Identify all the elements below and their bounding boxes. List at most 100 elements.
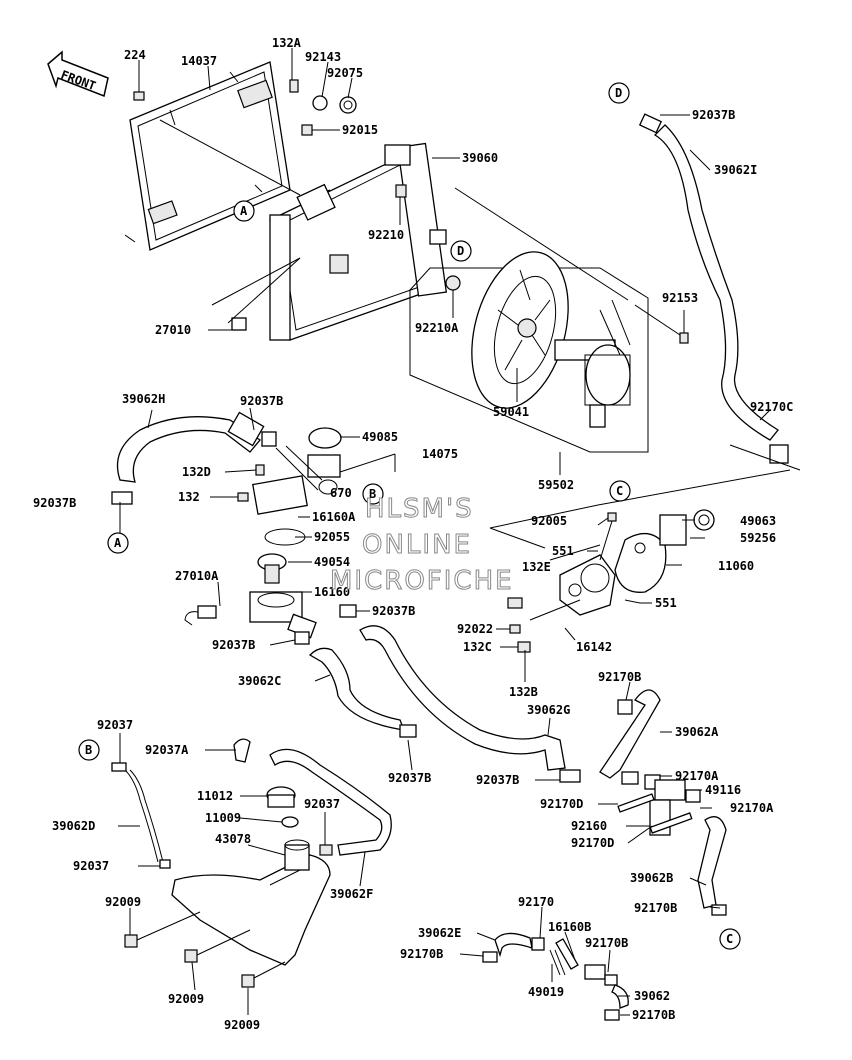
part-label: 39062D xyxy=(52,819,95,833)
part-label: 670 xyxy=(330,486,352,500)
part-label: 92170A xyxy=(730,801,774,815)
part-label: 92037 xyxy=(304,797,340,811)
part-label: 92170C xyxy=(750,400,793,414)
part-label: 92170D xyxy=(540,797,583,811)
part-label: 132A xyxy=(272,36,302,50)
part-label: 92170A xyxy=(675,769,719,783)
fan-assembly-drawing xyxy=(409,187,681,453)
part-label: 92037B xyxy=(476,773,519,787)
part-label: 132C xyxy=(463,640,492,654)
part-label: 92037B xyxy=(692,108,735,122)
part-label: 92055 xyxy=(314,530,350,544)
part-label: 27010A xyxy=(175,569,219,583)
part-label: 27010 xyxy=(155,323,191,337)
callout-a-label: A xyxy=(240,204,248,218)
part-label: 92170 xyxy=(518,895,554,909)
valve-49019-drawing xyxy=(549,938,618,986)
hose-39062h-drawing xyxy=(111,411,277,505)
part-label: 92015 xyxy=(342,123,378,137)
hose-39062b-drawing xyxy=(697,816,727,916)
radiator-shroud-drawing xyxy=(124,61,291,251)
part-label: 92037B xyxy=(240,394,283,408)
reservoir-tank-drawing xyxy=(124,786,333,988)
part-label: 59041 xyxy=(493,405,529,419)
part-label: 39062C xyxy=(238,674,281,688)
part-label: 49116 xyxy=(705,783,741,797)
thermostat-housing-drawing xyxy=(184,427,396,645)
hose-39062e-drawing xyxy=(482,932,545,963)
part-label: 39062E xyxy=(418,926,461,940)
part-label: 49063 xyxy=(740,514,776,528)
hose-39062f-drawing xyxy=(233,738,392,856)
hose-39062a-drawing xyxy=(599,689,661,785)
radiator-drawing xyxy=(159,119,448,341)
part-label: 92037 xyxy=(73,859,109,873)
part-label: 132B xyxy=(509,685,538,699)
part-label: 14075 xyxy=(422,447,458,461)
hose-39062i-drawing xyxy=(638,113,789,464)
watermark-line: MICROFICHE xyxy=(330,566,514,596)
callout-c-label: C xyxy=(726,932,733,946)
part-label: 92210 xyxy=(368,228,404,242)
part-label: 43078 xyxy=(215,832,251,846)
part-label: 16142 xyxy=(576,640,612,654)
watermark-line: HLSM'S xyxy=(365,494,474,524)
callout-b-label: B xyxy=(369,487,376,501)
callout-d-label: D xyxy=(457,244,464,258)
part-label: 92170B xyxy=(632,1008,675,1022)
part-label: 11012 xyxy=(197,789,233,803)
part-label: 92170B xyxy=(400,947,443,961)
part-label: 92153 xyxy=(662,291,698,305)
part-label: 92009 xyxy=(224,1018,260,1032)
part-label: 39062G xyxy=(527,703,570,717)
water-pump-drawing xyxy=(489,444,801,653)
callout-d-label: D xyxy=(615,86,622,100)
part-label: 92022 xyxy=(457,622,493,636)
part-label: 59502 xyxy=(538,478,574,492)
part-label: 92037B xyxy=(388,771,431,785)
part-label: 39062A xyxy=(675,725,719,739)
part-label: 92037B xyxy=(33,496,76,510)
part-label: 132E xyxy=(522,560,551,574)
part-label: 132D xyxy=(182,465,211,479)
part-label: 92037B xyxy=(212,638,255,652)
part-label: 92170D xyxy=(571,836,614,850)
hose-39062d-drawing xyxy=(111,762,171,869)
leader-lines xyxy=(118,48,771,1016)
part-label: 59256 xyxy=(740,531,776,545)
part-label: 92009 xyxy=(105,895,141,909)
part-label: 92143 xyxy=(305,50,341,64)
part-label: 92160 xyxy=(571,819,607,833)
part-label: 92037B xyxy=(372,604,415,618)
part-label: 11009 xyxy=(205,811,241,825)
part-label: 92170B xyxy=(585,936,628,950)
callout-a-label: A xyxy=(114,536,122,550)
part-label: 39062 xyxy=(634,989,670,1003)
callout-b-label: B xyxy=(85,743,92,757)
part-label: 132 xyxy=(178,490,200,504)
part-label: 49019 xyxy=(528,985,564,999)
callout-c-label: C xyxy=(616,484,623,498)
part-label: 92009 xyxy=(168,992,204,1006)
hose-39062g-drawing xyxy=(359,625,581,783)
part-label: 92075 xyxy=(327,66,363,80)
part-label: 39062I xyxy=(714,163,757,177)
hose-39062c-drawing xyxy=(308,647,417,738)
watermark: HLSM'S ONLINE MICROFICHE xyxy=(330,494,514,597)
radiator-fasteners-drawing xyxy=(133,79,689,344)
front-arrow-icon: FRONT xyxy=(47,50,109,98)
part-label: 39062B xyxy=(630,871,673,885)
hose-joint-drawing xyxy=(617,774,701,836)
part-label: 224 xyxy=(124,48,146,62)
part-label: 39062F xyxy=(330,887,373,901)
part-label: 92005 xyxy=(531,514,567,528)
part-labels: 224 14037 132A 92143 92075 92015 39060 9… xyxy=(33,36,793,1032)
part-label: 49054 xyxy=(314,555,350,569)
part-label: 16160A xyxy=(312,510,356,524)
part-label: 551 xyxy=(655,596,677,610)
callout-circles: A A B B C C D D xyxy=(78,82,741,950)
part-label: 92037 xyxy=(97,718,133,732)
part-label: 92170B xyxy=(634,901,677,915)
part-label: 49085 xyxy=(362,430,398,444)
